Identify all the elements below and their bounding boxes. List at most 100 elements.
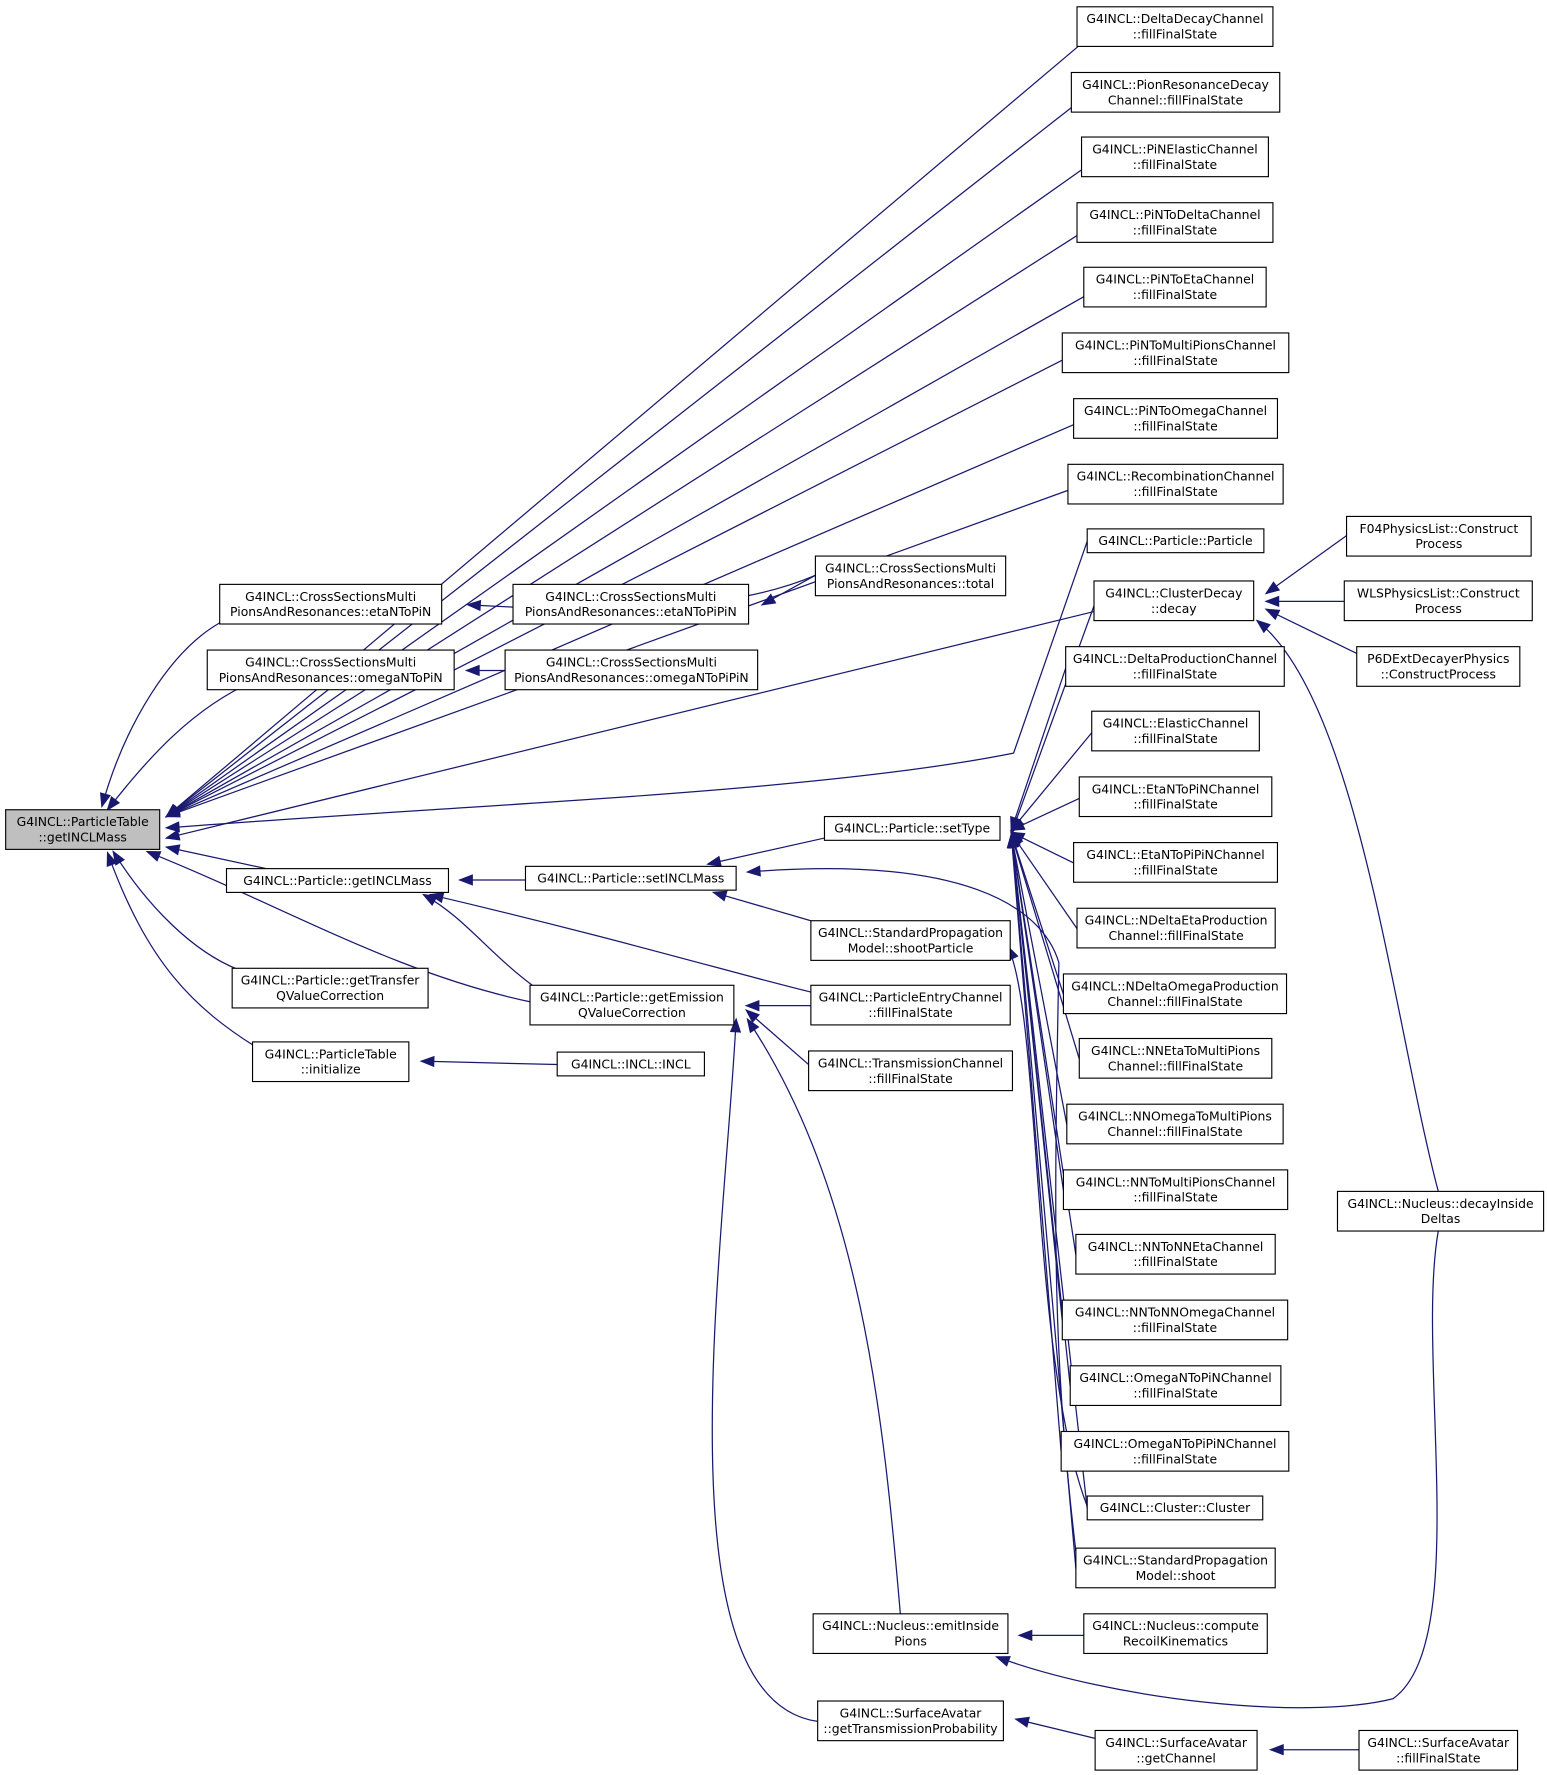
node-box bbox=[512, 583, 750, 625]
node-p-getemission[interactable]: G4INCL::Particle::getEmissionQValueCorre… bbox=[529, 984, 735, 1026]
node-label: G4INCL::DeltaProductionChannel bbox=[1073, 651, 1277, 666]
node-nnomegamulti[interactable]: G4INCL::NNOmegaToMultiPionsChannel::fill… bbox=[1066, 1103, 1284, 1145]
node-deltaprod[interactable]: G4INCL::DeltaProductionChannel::fillFina… bbox=[1065, 646, 1285, 687]
edge-line bbox=[996, 1230, 1439, 1709]
node-pintoeta[interactable]: G4INCL::PiNToEtaChannel::fillFinalState bbox=[1083, 266, 1267, 308]
node-label: G4INCL::StandardPropagation bbox=[1083, 1553, 1268, 1568]
node-particle-ctor[interactable]: G4INCL::Particle::Particle bbox=[1086, 528, 1265, 554]
call-edge bbox=[1264, 595, 1345, 608]
call-edge bbox=[711, 890, 812, 922]
edge-line bbox=[166, 610, 1095, 839]
node-box bbox=[206, 649, 455, 691]
node-p-getmass[interactable]: G4INCL::Particle::getINCLMass bbox=[225, 868, 450, 893]
arrowhead bbox=[112, 850, 125, 866]
arrowhead bbox=[428, 892, 445, 904]
arrowhead bbox=[744, 1000, 760, 1012]
node-incl[interactable]: G4INCL::INCL::INCL bbox=[556, 1051, 705, 1077]
node-csm-etapipi[interactable]: G4INCL::CrossSectionsMultiPionsAndResona… bbox=[512, 583, 750, 625]
node-box bbox=[1336, 1190, 1545, 1232]
node-p-setmass[interactable]: G4INCL::Particle::setINCLMass bbox=[524, 865, 737, 891]
node-pt-init[interactable]: G4INCL::ParticleTable::initialize bbox=[251, 1041, 410, 1083]
arrowhead bbox=[99, 792, 111, 809]
node-label: Model::shoot bbox=[1136, 1568, 1216, 1583]
node-box bbox=[1069, 1365, 1282, 1407]
node-ndeltaeta[interactable]: G4INCL::NDeltaEtaProductionChannel::fill… bbox=[1076, 907, 1276, 949]
node-nntonneta[interactable]: G4INCL::NNToNNEtaChannel::fillFinalState bbox=[1075, 1233, 1276, 1275]
node-label: G4INCL::ElasticChannel bbox=[1103, 716, 1249, 731]
node-csm-omegapipi[interactable]: G4INCL::CrossSectionsMultiPionsAndResona… bbox=[504, 649, 759, 691]
node-pec-ffs[interactable]: G4INCL::ParticleEntryChannel::fillFinalS… bbox=[810, 984, 1011, 1026]
node-p6d[interactable]: P6DExtDecayerPhysics::ConstructProcess bbox=[1356, 646, 1521, 687]
node-f04[interactable]: F04PhysicsList::ConstructProcess bbox=[1345, 515, 1532, 557]
node-csm-total[interactable]: G4INCL::CrossSectionsMultiPionsAndResona… bbox=[814, 555, 1007, 597]
node-pintoomega[interactable]: G4INCL::PiNToOmegaChannel::fillFinalStat… bbox=[1073, 398, 1279, 439]
node-label: G4INCL::SurfaceAvatar bbox=[1367, 1735, 1510, 1750]
node-sa-gettp[interactable]: G4INCL::SurfaceAvatar::getTransmissionPr… bbox=[817, 1700, 1004, 1742]
node-label: ::getTransmissionProbability bbox=[823, 1721, 997, 1736]
node-label: ::fillFinalState bbox=[1133, 484, 1217, 499]
edge-line bbox=[1265, 535, 1347, 594]
node-label: G4INCL::PionResonanceDecay bbox=[1082, 77, 1269, 92]
node-label: Channel::fillFinalState bbox=[1108, 928, 1243, 943]
call-edge bbox=[760, 574, 816, 606]
node-csm-omega[interactable]: G4INCL::CrossSectionsMultiPionsAndResona… bbox=[206, 649, 455, 691]
node-ndeltaomega[interactable]: G4INCL::NDeltaOmegaProductionChannel::fi… bbox=[1062, 973, 1288, 1015]
call-edge bbox=[422, 893, 533, 986]
node-etantopipin[interactable]: G4INCL::EtaNToPiPiNChannel::fillFinalSta… bbox=[1073, 842, 1279, 883]
node-ddc[interactable]: G4INCL::DeltaDecayChannel::fillFinalStat… bbox=[1076, 6, 1274, 47]
edge-line bbox=[107, 852, 261, 1051]
node-box bbox=[529, 984, 735, 1026]
node-prdc[interactable]: G4INCL::PionResonanceDecayChannel::fillF… bbox=[1070, 71, 1281, 113]
node-label: G4INCL::ParticleEntryChannel bbox=[819, 990, 1003, 1005]
edge-line bbox=[430, 894, 812, 993]
node-nntomulti[interactable]: G4INCL::NNToMultiPionsChannel::fillFinal… bbox=[1062, 1169, 1289, 1211]
node-nntonnomega[interactable]: G4INCL::NNToNNOmegaChannel::fillFinalSta… bbox=[1061, 1299, 1289, 1341]
node-label: G4INCL::OmegaNToPiNChannel bbox=[1079, 1370, 1271, 1385]
node-tc-ffs[interactable]: G4INCL::TransmissionChannel::fillFinalSt… bbox=[808, 1050, 1014, 1092]
arrowhead bbox=[164, 829, 181, 841]
node-box bbox=[1083, 266, 1267, 308]
edge-line bbox=[746, 1018, 901, 1614]
node-label: ::decay bbox=[1151, 601, 1197, 616]
node-cluster-decay[interactable]: G4INCL::ClusterDecay::decay bbox=[1093, 580, 1255, 622]
node-label: RecoilKinematics bbox=[1123, 1634, 1228, 1649]
node-box bbox=[1093, 580, 1255, 622]
node-pinel[interactable]: G4INCL::PiNElasticChannel::fillFinalStat… bbox=[1080, 136, 1269, 178]
node-csm-eta[interactable]: G4INCL::CrossSectionsMultiPionsAndResona… bbox=[219, 583, 443, 625]
node-label: ::fillFinalState bbox=[1133, 223, 1217, 238]
node-nnetamulti[interactable]: G4INCL::NNEtaToMultiPionsChannel::fillFi… bbox=[1078, 1037, 1273, 1079]
edge-line bbox=[166, 107, 1072, 818]
node-label: G4INCL::EtaNToPiNChannel bbox=[1092, 781, 1260, 796]
call-edge bbox=[164, 844, 267, 870]
edge-line bbox=[1010, 834, 1068, 1125]
node-label: PionsAndResonances::total bbox=[827, 576, 994, 591]
node-pintodelta[interactable]: G4INCL::PiNToDeltaChannel::fillFinalStat… bbox=[1076, 202, 1274, 243]
node-recomb[interactable]: G4INCL::RecombinationChannel::fillFinalS… bbox=[1067, 463, 1284, 505]
call-edge bbox=[1264, 608, 1358, 655]
node-omegantopipin[interactable]: G4INCL::OmegaNToPiPiNChannel::fillFinalS… bbox=[1060, 1430, 1290, 1472]
node-box bbox=[1083, 1613, 1268, 1655]
node-sa-ffs[interactable]: G4INCL::SurfaceAvatar::fillFinalState bbox=[1358, 1729, 1519, 1771]
node-p-settype[interactable]: G4INCL::Particle::setType bbox=[823, 815, 1001, 841]
node-label: PionsAndResonances::etaNToPiN bbox=[230, 604, 431, 619]
edge-line bbox=[1256, 620, 1439, 1192]
node-p-gettransfer[interactable]: G4INCL::Particle::getTransferQValueCorre… bbox=[231, 967, 429, 1009]
node-etantopin[interactable]: G4INCL::EtaNToPiNChannel::fillFinalState bbox=[1078, 776, 1273, 818]
node-box bbox=[251, 1041, 410, 1083]
node-spm-shootparticle[interactable]: G4INCL::StandardPropagationModel::shootP… bbox=[810, 920, 1011, 961]
node-pintomulti[interactable]: G4INCL::PiNToMultiPionsChannel::fillFina… bbox=[1061, 332, 1290, 374]
node-elastic[interactable]: G4INCL::ElasticChannel::fillFinalState bbox=[1091, 710, 1260, 752]
edge-line bbox=[1010, 605, 1095, 834]
node-box bbox=[1060, 1430, 1290, 1472]
node-cluster-ctor[interactable]: G4INCL::Cluster::Cluster bbox=[1086, 1495, 1264, 1521]
node-sa-getchannel[interactable]: G4INCL::SurfaceAvatar::getChannel bbox=[1094, 1729, 1258, 1771]
node-label: ::fillFinalState bbox=[1133, 287, 1217, 302]
node-wls[interactable]: WLSPhysicsList::ConstructProcess bbox=[1343, 580, 1533, 622]
node-omegantopin[interactable]: G4INCL::OmegaNToPiNChannel::fillFinalSta… bbox=[1069, 1365, 1282, 1407]
node-label: Channel::fillFinalState bbox=[1107, 994, 1242, 1009]
node-label: G4INCL::CrossSectionsMulti bbox=[245, 654, 416, 669]
